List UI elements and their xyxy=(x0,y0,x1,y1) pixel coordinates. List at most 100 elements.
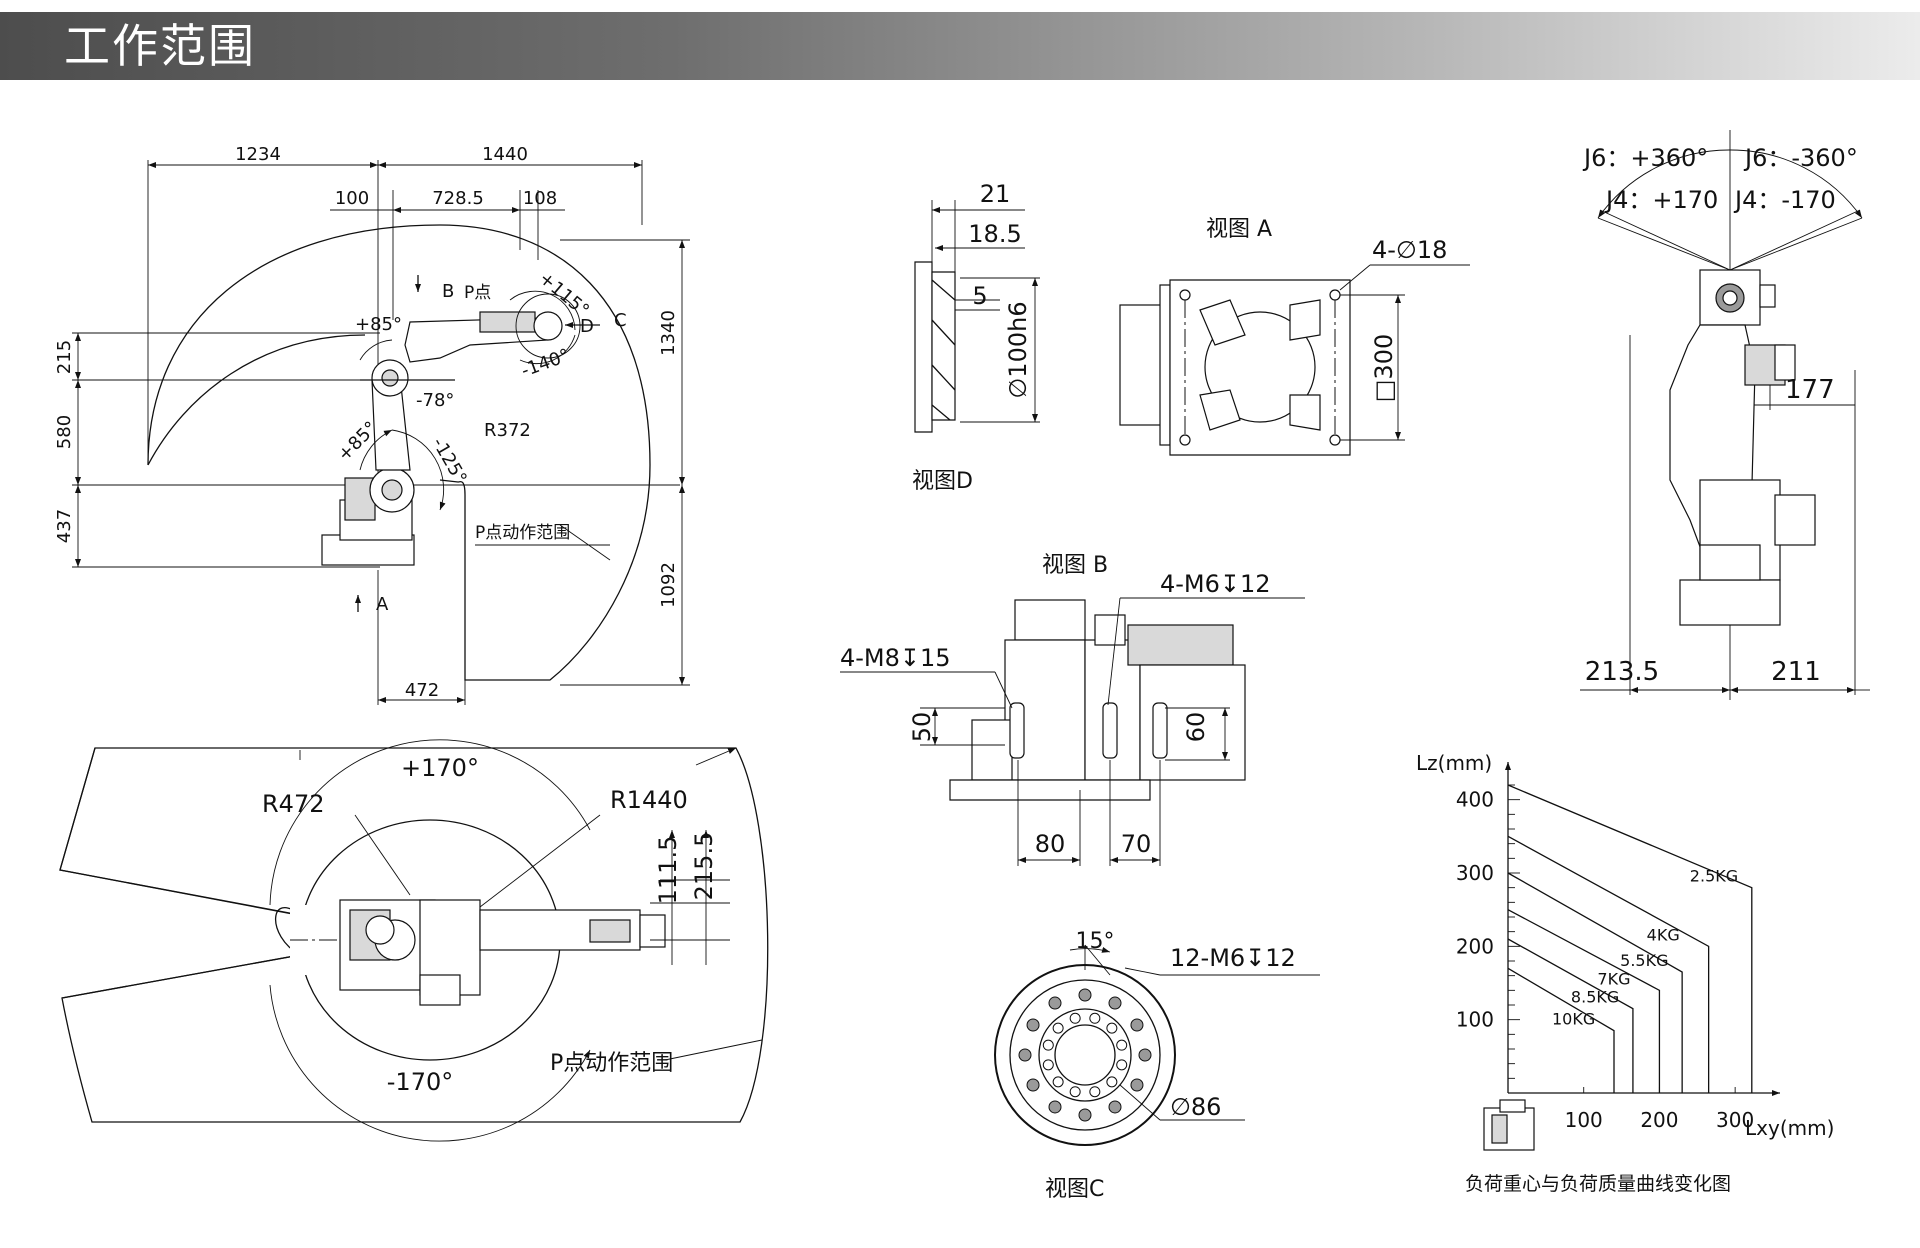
view-a-title: 视图 A xyxy=(1206,217,1272,242)
angle-j3-neg: -78° xyxy=(416,390,454,411)
view-c-bolt-hole xyxy=(1116,1039,1128,1051)
chart-series-label: 2.5KG xyxy=(1690,867,1738,886)
chart-series-label: 4KG xyxy=(1647,925,1680,944)
view-c-bolt-hole xyxy=(1078,1108,1092,1122)
dim-177: 177 xyxy=(1785,375,1835,405)
view-d-dim-dia-100h6: ∅100h6 xyxy=(1004,301,1032,398)
marker-a: A xyxy=(376,594,389,615)
dim-100: 100 xyxy=(335,188,369,209)
chart-x-tick-label: 300 xyxy=(1716,1108,1754,1132)
chart-y-tick-label: 200 xyxy=(1456,934,1494,958)
view-c-bolt-hole xyxy=(1026,1018,1040,1032)
view-d: 21 18.5 5 ∅100h6 视图D xyxy=(912,180,1040,494)
dim-211: 211 xyxy=(1771,657,1821,687)
marker-b: B xyxy=(442,281,454,302)
dim-472: 472 xyxy=(405,680,439,701)
view-c-bolt-hole xyxy=(1089,1086,1101,1098)
dim-215: 215 xyxy=(54,340,75,374)
view-c-bolt-hole xyxy=(1138,1048,1152,1062)
marker-p-point: P点 xyxy=(464,283,491,303)
top-robot xyxy=(339,899,666,1006)
view-a: 视图 A 4-∅18 □300 xyxy=(1119,217,1470,456)
j6-pos-label: J6：+360° xyxy=(1582,144,1708,172)
view-b: 视图 B 4-M6↧12 4-M8↧15 50 60 80 70 xyxy=(840,553,1305,866)
view-b-m6: 4-M6↧12 xyxy=(1160,570,1271,598)
view-c: 15° 12-M6↧12 ∅86 视图C xyxy=(994,929,1320,1202)
chart-series-line xyxy=(1507,872,1683,1093)
view-c-bolt-hole xyxy=(1048,1100,1062,1114)
chart-y-tick-label: 300 xyxy=(1456,861,1494,885)
view-c-bolt-hole xyxy=(1108,996,1122,1010)
angle-pos-170: +170° xyxy=(401,754,479,782)
top-envelope xyxy=(59,747,769,1123)
side-dim-lines xyxy=(75,162,685,703)
view-c-bolt-hole xyxy=(1026,1078,1040,1092)
dim-108: 108 xyxy=(523,188,557,209)
chart-series-line xyxy=(1507,909,1661,1093)
view-c-bolt-hole xyxy=(1089,1012,1101,1024)
dim-213-5: 213.5 xyxy=(1585,657,1659,687)
chart-x-tick-label: 100 xyxy=(1565,1108,1603,1132)
view-c-dia-86: ∅86 xyxy=(1170,1093,1221,1121)
angle-j2-pos: +85° xyxy=(355,314,402,335)
marker-c: C xyxy=(614,310,627,331)
view-d-caption: 视图D xyxy=(912,469,973,494)
chart-title: 负荷重心与负荷质量曲线变化图 xyxy=(1465,1173,1731,1195)
chart-series-line xyxy=(1507,784,1753,1093)
view-c-bolt-hole xyxy=(1106,1022,1118,1034)
view-c-bolt-hole xyxy=(1069,1012,1081,1024)
view-c-bolt-hole xyxy=(1130,1078,1144,1092)
view-c-holes-label: 12-M6↧12 xyxy=(1170,944,1296,972)
dim-437: 437 xyxy=(54,509,75,543)
dim-728-5: 728.5 xyxy=(432,188,484,209)
view-d-dim-18-5: 18.5 xyxy=(968,220,1021,248)
section-header: 工作范围 xyxy=(0,12,1920,80)
view-d-dim-21: 21 xyxy=(980,180,1011,208)
view-c-bolt-hole xyxy=(1108,1100,1122,1114)
radius-r472: R472 xyxy=(262,790,324,818)
angle-neg-170: -170° xyxy=(387,1068,453,1096)
chart-ylabel: Lz(mm) xyxy=(1416,751,1492,775)
view-b-m8: 4-M8↧15 xyxy=(840,644,951,672)
side-view: 1234 1440 100 728.5 108 215 580 437 1340… xyxy=(54,144,690,705)
chart-series-label: 5.5KG xyxy=(1620,951,1668,970)
dim-1092: 1092 xyxy=(658,562,679,608)
radius-r1440: R1440 xyxy=(610,786,688,814)
chart-series-label: 10KG xyxy=(1552,1010,1595,1029)
r472-leader xyxy=(354,814,411,896)
chart-series-line xyxy=(1507,835,1710,1093)
side-envelope-outer xyxy=(147,224,651,681)
j4-pos-label: J4：+170 xyxy=(1604,186,1718,214)
side-envelope-inner xyxy=(147,334,366,466)
view-c-bolt-hole xyxy=(1130,1018,1144,1032)
p-range-label-top: P点动作范围 xyxy=(550,1051,673,1076)
view-d-dim-5: 5 xyxy=(972,282,987,310)
view-c-holes xyxy=(1018,988,1152,1122)
view-b-dim-70: 70 xyxy=(1121,830,1152,858)
view-a-holes: 4-∅18 xyxy=(1372,236,1447,264)
chart-series-line xyxy=(1507,967,1615,1093)
view-c-bolt-hole xyxy=(1052,1076,1064,1088)
chart-series-label: 8.5KG xyxy=(1571,988,1619,1007)
dim-111-5: 111.5 xyxy=(654,836,682,905)
j6-neg-label: J6：-360° xyxy=(1743,144,1858,172)
view-c-caption: 视图C xyxy=(1045,1177,1104,1202)
dim-215-5: 215.5 xyxy=(690,832,718,901)
view-b-dim-60: 60 xyxy=(1182,712,1210,743)
view-c-bolt-hole xyxy=(1052,1022,1064,1034)
chart-series-label: 7KG xyxy=(1597,969,1630,988)
chart-robot-icon xyxy=(1483,1099,1535,1151)
dim-1234: 1234 xyxy=(235,144,281,165)
dim-1340: 1340 xyxy=(658,310,679,356)
dim-580: 580 xyxy=(54,415,75,449)
j4-neg-label: J4：-170 xyxy=(1733,186,1836,214)
angle-j5-neg: -140° xyxy=(519,345,573,382)
view-b-title: 视图 B xyxy=(1042,553,1108,578)
view-c-bolt-hole xyxy=(1048,996,1062,1010)
chart-x-tick-label: 200 xyxy=(1640,1108,1678,1132)
view-c-bolt-hole xyxy=(1018,1048,1032,1062)
view-b-dim-80: 80 xyxy=(1035,830,1066,858)
view-c-bolt-hole xyxy=(1106,1076,1118,1088)
